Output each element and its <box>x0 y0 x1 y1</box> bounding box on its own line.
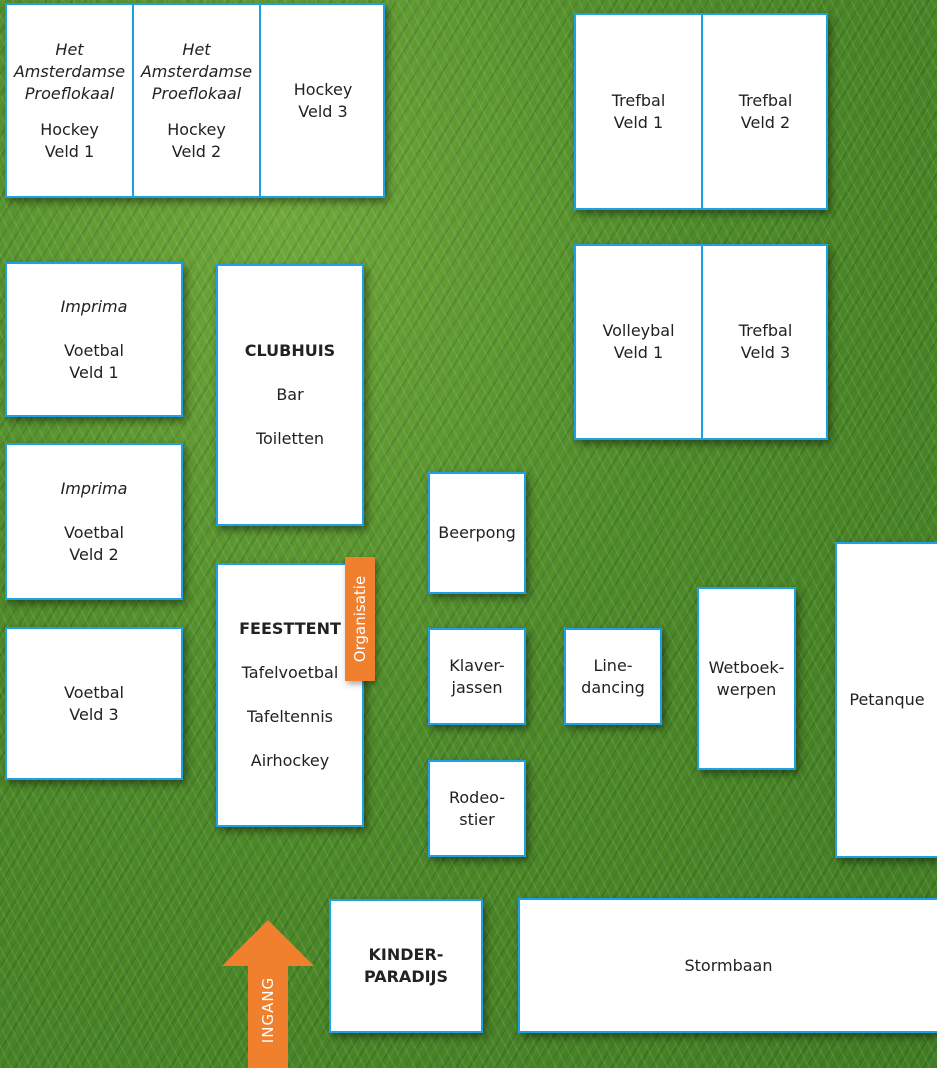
rodeostier: Rodeo- stier <box>428 760 526 857</box>
field-name: Voetbal <box>64 682 124 704</box>
activity-tafelvoetbal: Tafelvoetbal <box>242 662 339 684</box>
activity-name: Beerpong <box>438 522 515 544</box>
field-name: Voetbal <box>64 522 124 544</box>
linedancing: Line- dancing <box>564 628 662 725</box>
activity-name-line1: Rodeo- <box>449 787 505 809</box>
sponsor-label: Het Amsterdamse Proeflokaal <box>7 39 132 105</box>
field-name: Volleybal <box>602 320 674 342</box>
area-title-line2: PARADIJS <box>364 966 448 988</box>
wetboekwerpen: Wetboek- werpen <box>697 587 796 770</box>
field-number: Veld 1 <box>45 141 94 163</box>
field-number: Veld 2 <box>741 112 790 134</box>
trefbal-veld-3: Trefbal Veld 3 <box>703 246 828 438</box>
voetbal-veld-2: Imprima Voetbal Veld 2 <box>5 443 183 600</box>
field-number: Veld 1 <box>69 362 118 384</box>
field-number: Veld 1 <box>614 112 663 134</box>
voetbal-veld-3: Voetbal Veld 3 <box>5 627 183 780</box>
volleybal-veld-1: Volleybal Veld 1 <box>576 246 701 438</box>
activity-name-line1: Klaver- <box>449 655 504 677</box>
volleybal-trefbal-block: Volleybal Veld 1 Trefbal Veld 3 <box>574 244 828 440</box>
stormbaan: Stormbaan <box>518 898 937 1033</box>
hockey-veld-2: Het Amsterdamse Proeflokaal Hockey Veld … <box>134 5 259 196</box>
sponsor-label: Imprima <box>61 296 128 318</box>
trefbal-veld-1: Trefbal Veld 1 <box>576 15 701 208</box>
sponsor-label: Het Amsterdamse Proeflokaal <box>134 39 259 105</box>
activity-name: Stormbaan <box>684 955 772 977</box>
field-name: Trefbal <box>612 90 666 112</box>
hockey-block: Het Amsterdamse Proeflokaal Hockey Veld … <box>5 3 385 198</box>
field-name: Hockey <box>294 79 353 101</box>
field-name: Trefbal <box>739 90 793 112</box>
field-name: Voetbal <box>64 340 124 362</box>
area-title-line1: KINDER- <box>369 944 444 966</box>
field-number: Veld 3 <box>741 342 790 364</box>
area-title: FEESTTENT <box>239 618 341 640</box>
facility-bar: Bar <box>276 384 303 406</box>
organisatie-label: Organisatie <box>351 576 369 662</box>
field-number: Veld 3 <box>298 101 347 123</box>
field-name: Hockey <box>40 119 99 141</box>
area-title: CLUBHUIS <box>245 340 335 362</box>
feesttent: FEESTTENT Tafelvoetbal Tafeltennis Airho… <box>216 563 364 827</box>
activity-name-line1: Wetboek- <box>709 657 785 679</box>
organisatie-tag: Organisatie <box>345 557 375 681</box>
activity-name-line2: dancing <box>581 677 645 699</box>
field-name: Hockey <box>167 119 226 141</box>
entrance-label: INGANG <box>259 977 277 1043</box>
klaverjassen: Klaver- jassen <box>428 628 526 725</box>
field-number: Veld 2 <box>172 141 221 163</box>
activity-name-line1: Line- <box>593 655 632 677</box>
beerpong: Beerpong <box>428 472 526 594</box>
sponsor-label: Imprima <box>61 478 128 500</box>
field-number: Veld 3 <box>69 704 118 726</box>
activity-tafeltennis: Tafeltennis <box>247 706 333 728</box>
facility-toiletten: Toiletten <box>256 428 324 450</box>
clubhuis: CLUBHUIS Bar Toiletten <box>216 264 364 526</box>
activity-name-line2: jassen <box>452 677 503 699</box>
field-number: Veld 2 <box>69 544 118 566</box>
activity-name-line2: stier <box>459 809 494 831</box>
activity-name: Petanque <box>849 689 924 711</box>
field-name: Trefbal <box>739 320 793 342</box>
hockey-veld-3: Hockey Veld 3 <box>261 5 385 196</box>
petanque: Petanque <box>835 542 937 858</box>
kinderparadijs: KINDER- PARADIJS <box>329 899 483 1033</box>
activity-name-line2: werpen <box>717 679 777 701</box>
activity-airhockey: Airhockey <box>251 750 329 772</box>
voetbal-veld-1: Imprima Voetbal Veld 1 <box>5 262 183 417</box>
field-number: Veld 1 <box>614 342 663 364</box>
trefbal-block: Trefbal Veld 1 Trefbal Veld 2 <box>574 13 828 210</box>
trefbal-veld-2: Trefbal Veld 2 <box>703 15 828 208</box>
hockey-veld-1: Het Amsterdamse Proeflokaal Hockey Veld … <box>7 5 132 196</box>
